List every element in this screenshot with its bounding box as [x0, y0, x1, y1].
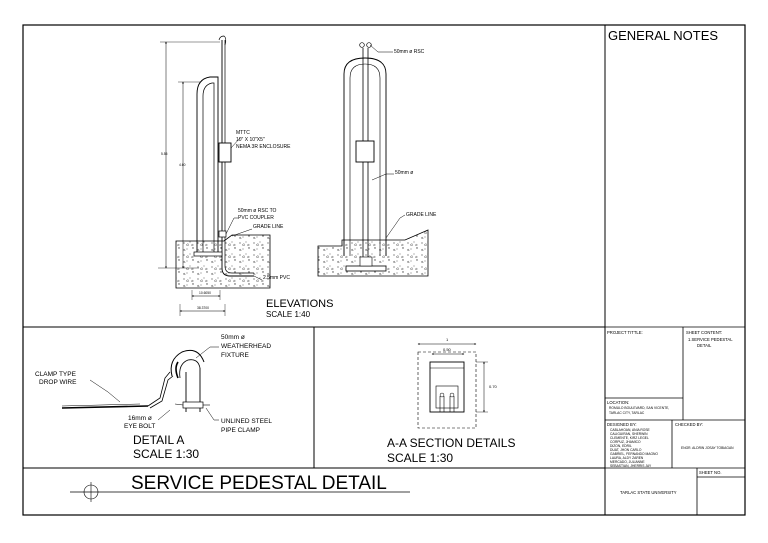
detail-a-drawing — [61, 346, 219, 421]
location-1: ROMULO BOULEVARD, SAN VICENTE, — [609, 406, 670, 410]
label-coupler-2: PVC COUPLER — [238, 215, 274, 221]
label-clamp-1: CLAMP TYPE — [35, 371, 76, 378]
elevations-title: ELEVATIONS — [266, 298, 334, 310]
section-scale: SCALE 1:30 — [387, 451, 454, 465]
sheet-content-1: 1.SERVICE PEDESTAL — [688, 337, 733, 342]
elevation-left — [158, 35, 271, 316]
designer-4: CORPUZ, JHAMICO — [610, 440, 641, 444]
label-weatherhead-3: FIXTURE — [221, 352, 249, 359]
project-title-label: PROJECT TITTLE: — [607, 330, 643, 335]
designer-8: LAURA, ALDY ZAREN — [610, 456, 644, 460]
label-pvc: 2.5mm PVC — [263, 275, 290, 281]
label-eyebolt-2: EYE BOLT — [124, 423, 156, 430]
label-pipeclamp-2: PIPE CLAMP — [221, 427, 261, 434]
sheet-border — [22, 24, 746, 516]
designer-3: CLEMENTE, KIRZ LEGEL — [610, 436, 649, 440]
label-conduit-right: 50mm ø — [395, 170, 414, 176]
sheet-content-label: SHEET CONTENT: — [686, 330, 722, 335]
label-weatherhead-2: WEATHERHEAD — [221, 343, 272, 350]
checker-name: ENGR. ALDRIN JOSAY TOBIAGAN — [681, 446, 734, 450]
designer-10: SEBASTIAN, JHERRIS JAY — [610, 464, 652, 468]
designer-5: DIZON, EDRIL — [610, 444, 632, 448]
dim-lower: 38.3700 — [197, 306, 209, 310]
section-dim-top: 1 — [446, 337, 449, 342]
dim-5550: 5.55 — [161, 152, 168, 156]
university-name: TARLAC STATE UNIVERSITY — [620, 490, 677, 495]
designed-label: DESIGNED BY: — [607, 422, 637, 427]
section-aa-drawing — [417, 343, 488, 429]
checked-label: CHECKED BY: — [675, 422, 704, 427]
label-grade-line-left: GRADE LINE — [253, 224, 284, 230]
label-eyebolt-1: 16mm ø — [128, 415, 152, 422]
main-title: SERVICE PEDESTAL DETAIL — [131, 473, 387, 494]
detail-a-title: DETAIL A — [133, 433, 185, 447]
designer-9: MERCADO, JULIANNE — [610, 460, 645, 464]
sheet-no-label: SHEET NO. — [699, 470, 722, 475]
sheet-content-2: DETAIL — [697, 343, 712, 348]
general-notes-title: GENERAL NOTES — [608, 28, 719, 43]
section-title: A-A SECTION DETAILS — [387, 436, 516, 450]
label-pipeclamp-1: UNLINED STEEL — [221, 418, 272, 425]
label-mttc: MTTC — [236, 130, 250, 136]
elevations-scale: SCALE 1:40 — [266, 310, 311, 319]
designer-2: CALIGUIRAN, SHERWIN — [610, 432, 648, 436]
title-block-grid — [605, 326, 745, 515]
designer-7: GABRIEL, FERNANDO MAGNO — [610, 452, 658, 456]
label-enclosure-size: 10" X 10"X5" — [236, 137, 265, 143]
designer-6: DUAT, JHON CARLO — [610, 448, 642, 452]
section-dim-width: 0.50 — [443, 347, 451, 352]
label-weatherhead-1: 50mm ø — [221, 334, 245, 341]
location-label: LOCATION: — [607, 400, 630, 405]
detail-a-scale: SCALE 1:30 — [133, 447, 200, 461]
section-dim-height: 0.70 — [489, 384, 497, 389]
dim-upper: 10.6050 — [199, 291, 211, 295]
dim-4600: 4.60 — [179, 163, 186, 167]
label-rsc-top: 50mm ø RSC — [394, 49, 425, 55]
title-strip-graphics — [70, 482, 410, 502]
label-grade-line-right: GRADE LINE — [406, 212, 437, 218]
elevation-right — [317, 42, 429, 277]
label-clamp-2: DROP WIRE — [39, 379, 77, 386]
designer-1: CABLAHOAN, ANIA ROSE — [610, 428, 650, 432]
label-enclosure-type: NEMA 3R ENCLOSURE — [236, 144, 291, 150]
label-coupler-1: 50mm ø RSC TO — [238, 208, 277, 214]
location-2: TARLAC CITY, TARLAC — [609, 411, 645, 415]
